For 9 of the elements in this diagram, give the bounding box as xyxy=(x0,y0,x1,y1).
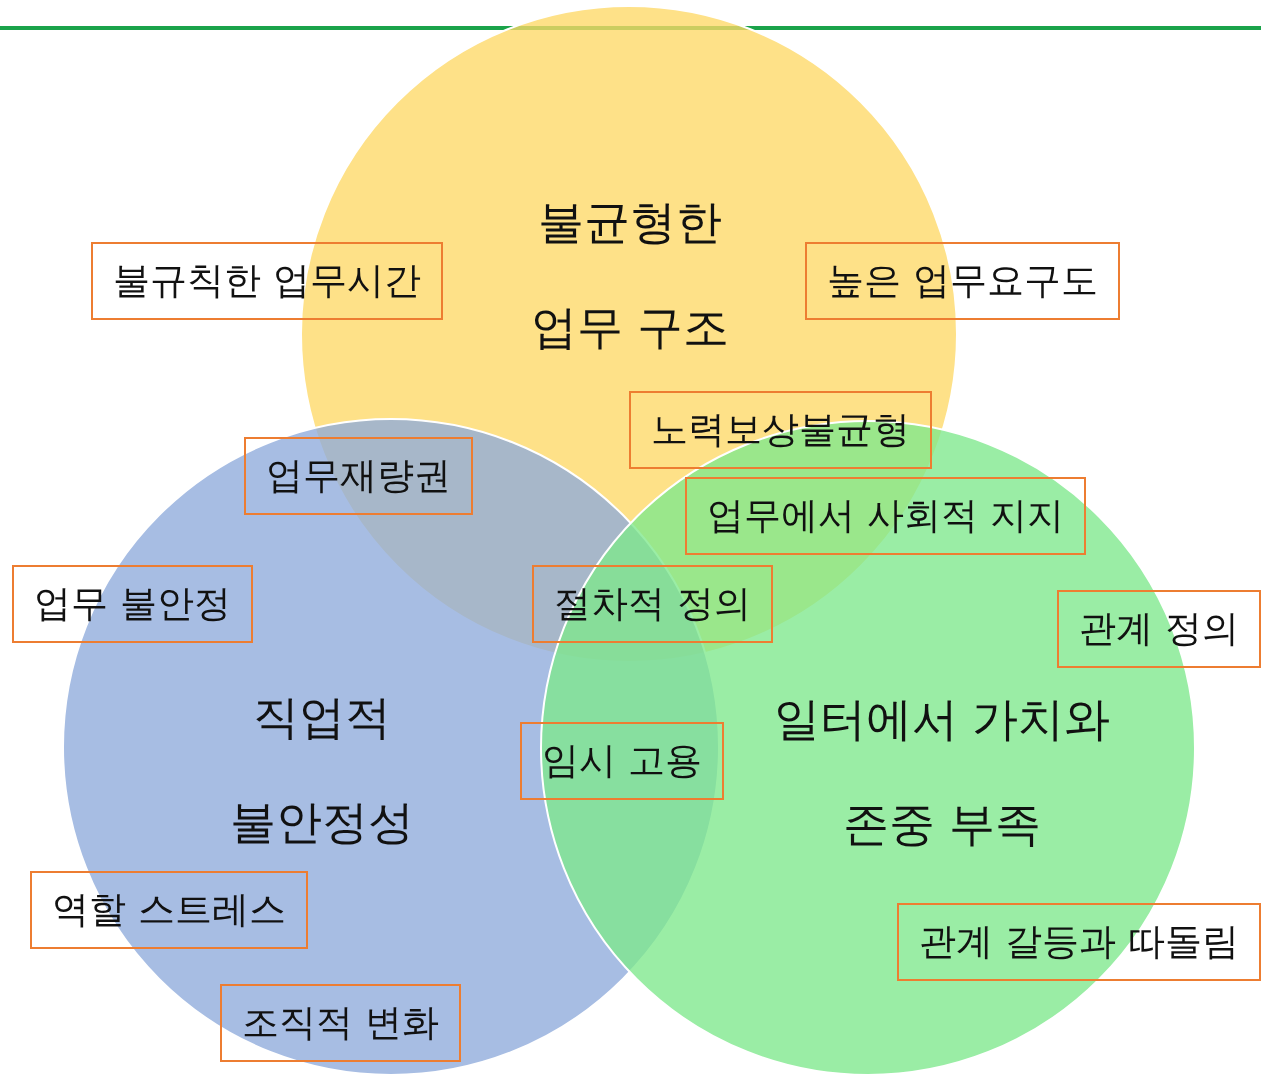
factor-label: 업무 불안정 xyxy=(12,565,253,643)
circle-title: 불균형한 업무 구조 xyxy=(529,194,731,356)
factor-label: 역할 스트레스 xyxy=(30,871,308,949)
factor-label: 높은 업무요구도 xyxy=(805,242,1120,320)
factor-label: 불규칙한 업무시간 xyxy=(91,242,443,320)
circle-title: 직업적 불안정성 xyxy=(229,689,415,851)
factor-label: 관계 갈등과 따돌림 xyxy=(897,903,1261,981)
factor-label: 관계 정의 xyxy=(1057,590,1261,668)
circle-title: 일터에서 가치와 존중 부족 xyxy=(772,691,1112,853)
